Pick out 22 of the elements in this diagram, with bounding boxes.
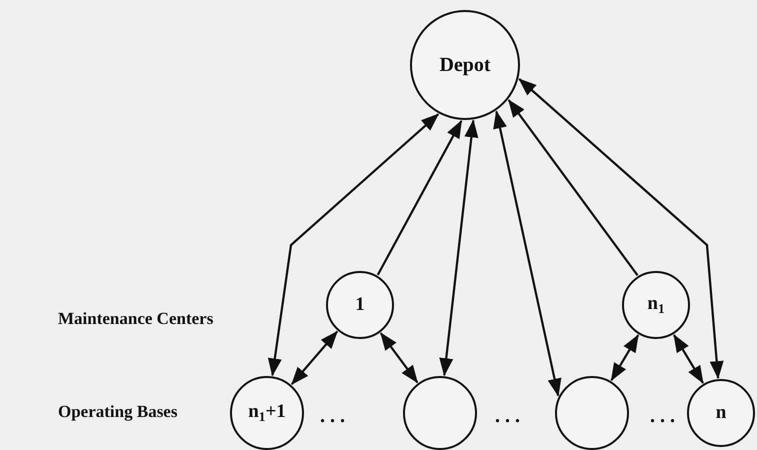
row-label: Operating Bases <box>58 402 178 422</box>
arrow <box>376 120 462 276</box>
ellipsis: . . . <box>495 405 520 428</box>
arrow <box>508 99 638 276</box>
arrow <box>439 119 478 376</box>
node-label: n <box>716 402 726 424</box>
arrow <box>493 110 562 397</box>
node-label: Depot <box>439 54 491 76</box>
arrow <box>290 330 338 385</box>
arrow <box>268 113 440 376</box>
node-label: 1 <box>355 294 365 316</box>
node-label: n$_{1}$ <box>647 293 665 317</box>
node-circle <box>326 271 394 339</box>
empty-circle <box>555 376 629 450</box>
ellipsis: . . . <box>650 405 675 428</box>
arrow <box>380 332 418 384</box>
ellipsis: . . . <box>320 405 345 428</box>
arrow <box>518 78 724 380</box>
arrow <box>673 334 704 384</box>
arrow <box>610 334 640 382</box>
node-label: n$_{1}$+1 <box>248 401 286 425</box>
row-label: Maintenance Centers <box>58 309 214 329</box>
